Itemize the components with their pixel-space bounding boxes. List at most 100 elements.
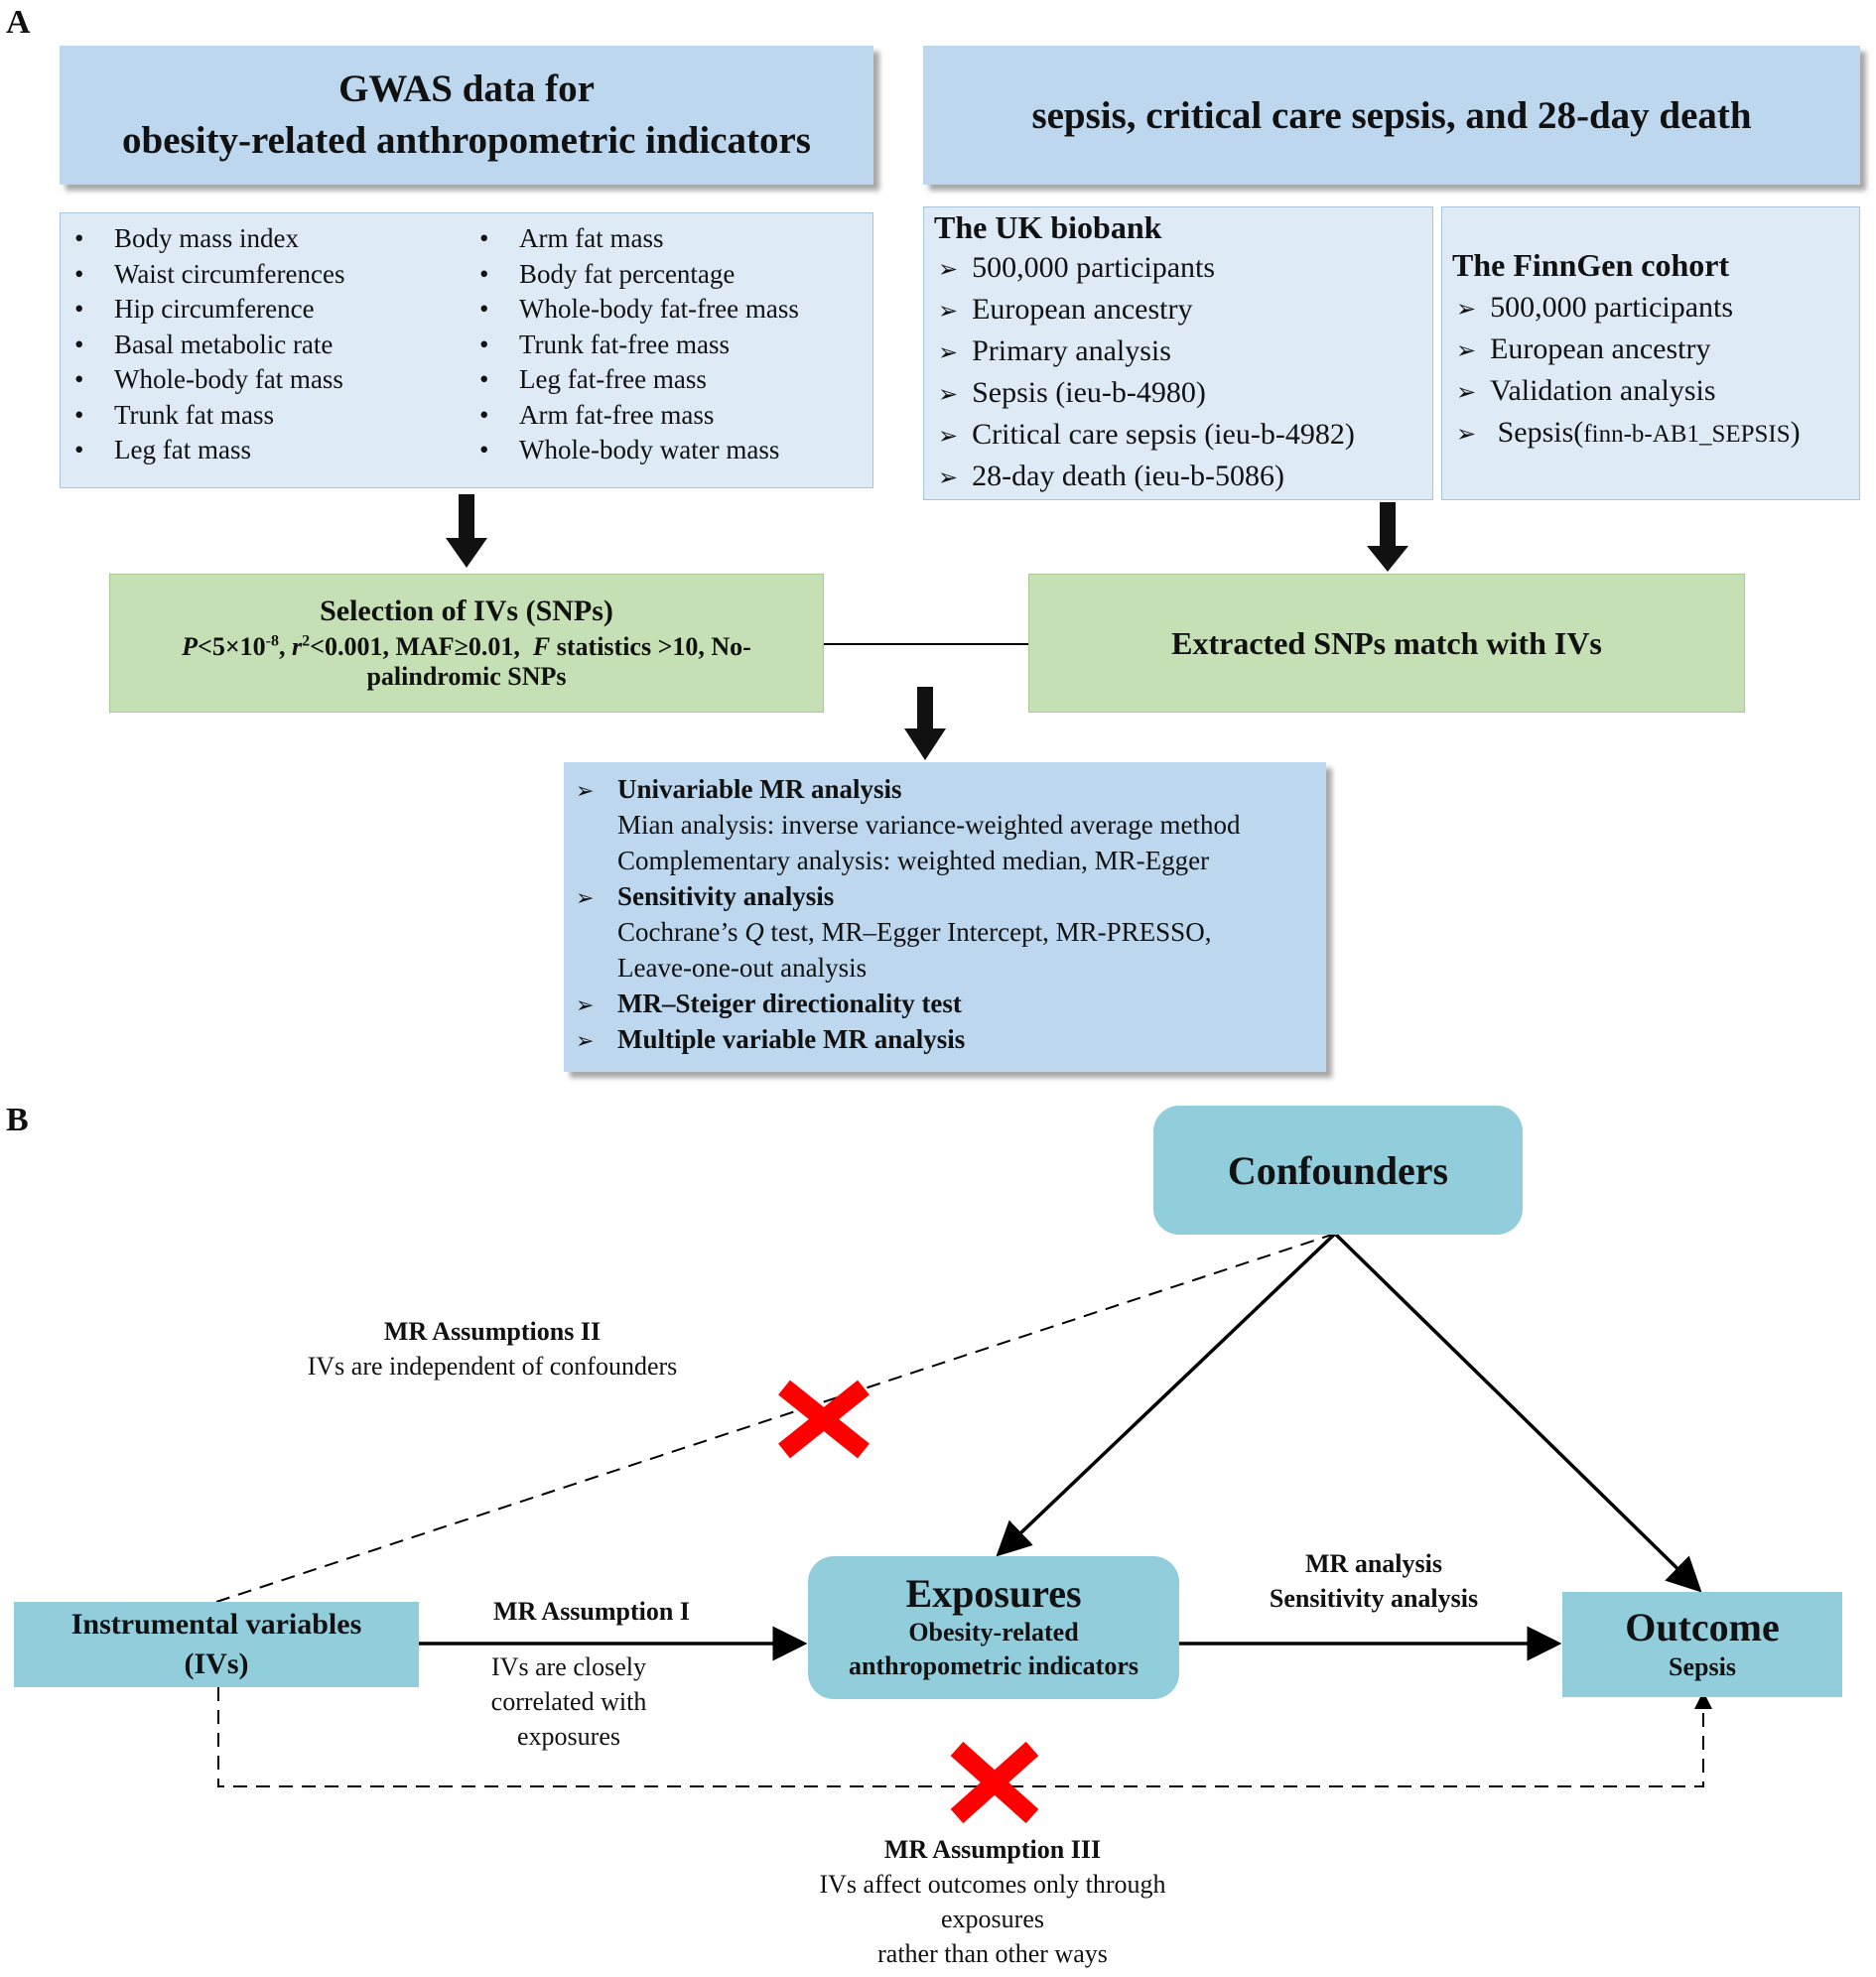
ivs-box: Instrumental variables (IVs) — [14, 1602, 419, 1687]
indicator-label: Trunk fat-free mass — [519, 329, 730, 359]
extracted-text: Extracted SNPs match with IVs — [1171, 624, 1602, 661]
indicator-label: Hip circumference — [114, 294, 315, 324]
indicator-item: • Body mass index — [74, 223, 299, 254]
analysis-section: ➢MR–Steiger directionality test — [576, 988, 962, 1019]
indicator-label: Whole-body fat-free mass — [519, 294, 799, 324]
indicator-item: •Trunk fat mass — [74, 400, 274, 431]
confounder-to-exposure-arrow — [996, 1232, 1337, 1557]
arrow-bullet-icon: ➢ — [576, 779, 595, 804]
analysis-section-title: MR–Steiger directionality test — [617, 988, 962, 1018]
assumption-3-line3: rather than other ways — [877, 1939, 1108, 1968]
bullet-icon: • — [479, 399, 489, 430]
arrow-bullet-icon: ➢ — [1456, 295, 1477, 323]
gwas-header-line2: obesity-related anthropometric indicator… — [122, 119, 811, 162]
red-cross-assumption-3 — [950, 1741, 1039, 1824]
analysis-section: ➢Sensitivity analysis — [576, 881, 834, 912]
confounders-box: Confounders — [1153, 1106, 1523, 1235]
finngen-sepsis-suffix: ) — [1790, 416, 1801, 449]
arrow-bullet-icon: ➢ — [1456, 420, 1477, 448]
assumption-3-block: MR Assumption III IVs affect outcomes on… — [715, 1832, 1271, 1971]
bullet-icon: • — [74, 294, 84, 324]
assumption-1-line1: IVs are closely — [491, 1652, 646, 1681]
assumption-2-block: MR Assumptions II IVs are independent of… — [234, 1314, 750, 1384]
list-item: ➢Validation analysis — [1456, 374, 1716, 408]
confounders-label: Confounders — [1227, 1147, 1449, 1193]
panel-b-label: B — [6, 1102, 29, 1138]
finngen-item-sepsis: ➢ Sepsis(finn-b-AB1_SEPSIS) — [1456, 416, 1801, 450]
list-item: ➢ 500,000 participants — [938, 251, 1215, 285]
bullet-icon: • — [479, 364, 489, 394]
ukb-title: The UK biobank — [934, 209, 1162, 245]
assumption-1-line3: exposures — [517, 1722, 620, 1751]
list-item-label: Validation analysis — [1490, 374, 1716, 407]
ukb-box: The UK biobank ➢500,000 participants➢Eur… — [923, 206, 1433, 500]
gwas-header-box: GWAS data for obesity-related anthropome… — [60, 46, 873, 185]
arrow-bullet-icon: ➢ — [576, 886, 595, 911]
analysis-detail-line: Leave-one-out analysis — [617, 953, 868, 983]
bullet-icon: • — [479, 258, 489, 289]
assumption-1-text: IVs are closely correlated with exposure… — [443, 1649, 695, 1754]
list-item-label: 500,000 participants — [972, 251, 1216, 284]
indicators-box: • Body mass index • Waist circumferences • Hi… — [60, 212, 873, 488]
indicator-label: Waist circumferences — [114, 258, 345, 289]
indicator-item: • Trunk fat-free mass — [479, 330, 730, 360]
list-item: ➢Sepsis (ieu-b-4980) — [938, 376, 1206, 410]
analysis-section: ➢ Univariable MR analysis — [576, 774, 902, 805]
bullet-icon: • — [74, 364, 84, 394]
indicator-item: •Leg fat mass — [74, 435, 251, 465]
indicator-label: Whole-body water mass — [519, 435, 780, 464]
arrow-bullet-icon: ➢ — [938, 255, 959, 283]
outcome-header-box: sepsis, critical care sepsis, and 28-day… — [923, 46, 1860, 185]
selection-box: Selection of IVs (SNPs) P<5×10-8, r2<0.0… — [109, 574, 824, 713]
extracted-box: Extracted SNPs match with IVs — [1028, 574, 1745, 713]
list-item-label: Primary analysis — [972, 334, 1171, 367]
bullet-icon: • — [479, 435, 489, 464]
indicator-label: Body mass index — [114, 223, 299, 253]
assumption-3-title: MR Assumption III — [883, 1835, 1102, 1864]
dashed-arrowhead — [1694, 1691, 1712, 1709]
list-item-label: Critical care sepsis (ieu-b-4982) — [972, 418, 1355, 451]
assumption-1-title: MR Assumption I — [493, 1597, 690, 1626]
indicator-item: • Whole-body fat-free mass — [479, 294, 799, 325]
arrow-bullet-icon: ➢ — [938, 422, 959, 450]
arrow-bullet-icon: ➢ — [576, 1029, 595, 1054]
analysis-detail-line: Cochrane’s Q test, MR–Egger Intercept, M… — [617, 917, 1212, 947]
arrow-bullet-icon: ➢ — [1456, 336, 1477, 364]
bullet-icon: • — [74, 329, 84, 359]
indicator-label: Trunk fat mass — [114, 399, 275, 430]
bullet-icon: • — [479, 294, 489, 324]
bullet-icon: • — [479, 329, 489, 359]
bullet-icon: • — [479, 223, 489, 253]
list-item-label: European ancestry — [1490, 332, 1711, 365]
list-item-label: European ancestry — [972, 293, 1193, 326]
indicator-label: Whole-body fat mass — [114, 364, 343, 394]
ivs-confounder-dashed-line — [215, 1233, 1336, 1603]
analysis-section-title: Multiple variable MR analysis — [617, 1024, 966, 1054]
finngen-sepsis-code: finn-b-AB1_SEPSIS — [1583, 421, 1791, 448]
analysis-section: ➢ Multiple variable MR analysis — [576, 1024, 965, 1055]
down-arrow-analysis — [904, 687, 946, 760]
list-item: ➢European ancestry — [938, 293, 1193, 327]
exposures-title: Exposures — [905, 1571, 1082, 1616]
list-item: ➢ Primary analysis — [938, 334, 1171, 368]
outcome-title: Outcome — [1625, 1605, 1780, 1649]
indicator-label: Leg fat-free mass — [519, 364, 707, 394]
analysis-section-title: Univariable MR analysis — [617, 774, 902, 804]
panel-a-label: A — [6, 4, 31, 41]
bullet-icon: • — [74, 223, 84, 253]
list-item: ➢ Critical care sepsis (ieu-b-4982) — [938, 418, 1355, 452]
gwas-header-line1: GWAS data for — [338, 67, 595, 110]
confounder-to-outcome-arrow — [1333, 1232, 1702, 1593]
analysis-detail-line: Complementary analysis: weighted median,… — [617, 846, 1210, 875]
indicator-item: •Basal metabolic rate — [74, 330, 333, 360]
indicator-item: • Leg fat-free mass — [479, 364, 707, 395]
selection-title: Selection of IVs (SNPs) — [320, 594, 613, 627]
arrow-bullet-icon: ➢ — [938, 380, 959, 408]
bullet-icon: • — [74, 435, 84, 464]
arrow-bullet-icon: ➢ — [938, 338, 959, 366]
exposures-sub-line1: Obesity-related — [908, 1618, 1079, 1647]
assumption-3-line2: exposures — [941, 1905, 1044, 1933]
list-item: ➢500,000 participants — [1456, 291, 1733, 325]
